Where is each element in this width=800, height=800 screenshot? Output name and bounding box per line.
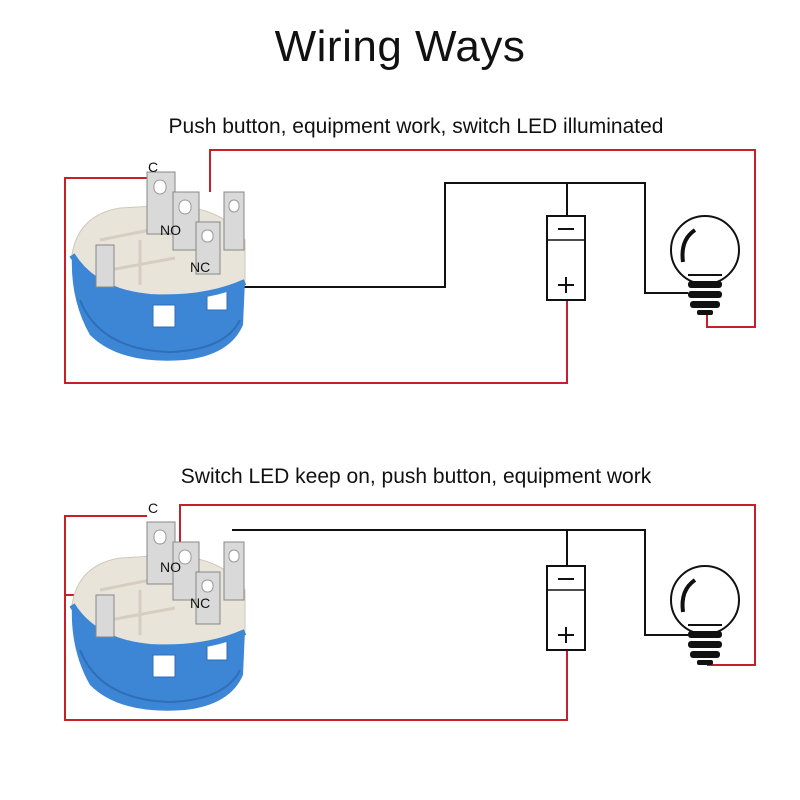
battery-2 [546, 565, 586, 651]
wire-black-top-2 [232, 529, 688, 636]
wire-red-no-right [179, 504, 756, 666]
push-button-switch-1 [72, 172, 245, 361]
battery-1 [546, 215, 586, 301]
terminal-no-label-2: NO [160, 559, 181, 575]
diagram-1-caption: Push button, equipment work, switch LED … [168, 115, 664, 138]
bulb-2 [669, 564, 741, 667]
page-title: Wiring Ways [274, 22, 526, 71]
wire-black-led [105, 182, 688, 294]
terminal-c-label: C [148, 159, 158, 175]
terminal-no-label: NO [160, 222, 181, 238]
wire-red-c-loop [64, 177, 568, 384]
wire-red-c-loop-2 [64, 515, 568, 721]
push-button-switch-2 [72, 522, 245, 711]
diagram-2: C NO NC [64, 500, 756, 721]
diagram-2-caption: Switch LED keep on, push button, equipme… [180, 465, 652, 488]
bulb-1 [669, 214, 741, 317]
terminal-nc-label-2: NC [190, 595, 210, 611]
terminal-c-label-2: C [148, 500, 158, 516]
diagram-1: C NO NC [64, 149, 756, 384]
wire-red-top [209, 149, 756, 328]
terminal-nc-label: NC [190, 259, 210, 275]
